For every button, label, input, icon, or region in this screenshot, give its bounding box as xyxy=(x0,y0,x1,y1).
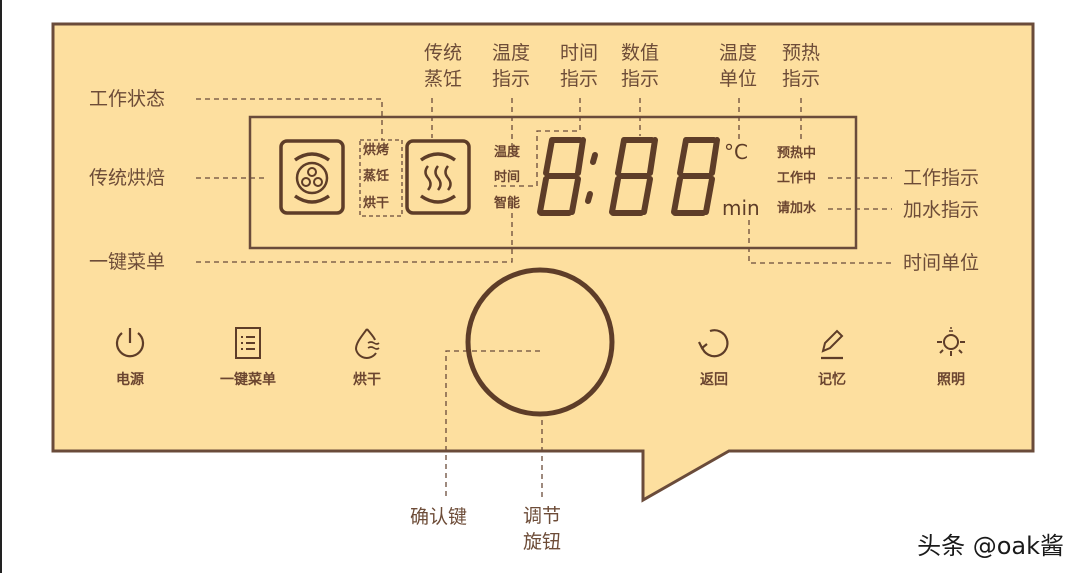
undo-icon xyxy=(698,329,729,358)
menu-list-icon xyxy=(235,327,261,359)
memory-button[interactable]: 记忆 xyxy=(787,325,877,395)
one-key-menu-label: 一键菜单 xyxy=(220,372,276,388)
drop-dry-icon xyxy=(354,328,380,359)
callout-adjust-knob: 调节旋钮 xyxy=(522,505,561,553)
callout-working-status: 工作状态 xyxy=(89,88,166,110)
callout-value-indicator: 数值指示 xyxy=(620,42,659,90)
callout-work-indicator: 工作指示 xyxy=(903,167,980,189)
status-dry: 烘干 xyxy=(363,196,390,211)
status-bake: 烘烤 xyxy=(363,143,390,158)
power-button[interactable]: 电源 xyxy=(85,325,175,395)
callout-confirm-key: 确认键 xyxy=(410,506,468,528)
memory-label: 记忆 xyxy=(818,372,846,388)
dry-label: 烘干 xyxy=(353,372,381,388)
light-icon xyxy=(937,327,965,356)
one-key-menu-button[interactable]: 一键菜单 xyxy=(203,325,293,395)
leader-lines xyxy=(196,98,892,500)
adjust-dial xyxy=(465,267,615,417)
callout-time-unit: 时间单位 xyxy=(903,252,980,274)
callout-temperature-indicator: 温度指示 xyxy=(491,42,530,90)
status-steam: 蒸饪 xyxy=(363,169,390,184)
power-icon xyxy=(115,328,145,358)
callout-one-key-menu: 一键菜单 xyxy=(89,251,166,273)
status-working: 工作中 xyxy=(777,171,817,186)
steam-icon xyxy=(405,139,471,215)
temp-unit: °C xyxy=(724,140,748,164)
callout-preheat-indicator: 预热指示 xyxy=(781,42,820,90)
callout-traditional-bake: 传统烘焙 xyxy=(89,167,166,189)
callout-time-indicator: 时间指示 xyxy=(559,42,598,90)
indicator-smart: 智能 xyxy=(494,196,521,211)
callout-traditional-steam: 传统蒸饪 xyxy=(423,42,462,90)
seven-segment-digits xyxy=(537,137,720,216)
indicator-temperature: 温度 xyxy=(494,145,521,160)
back-label: 返回 xyxy=(700,372,728,388)
image-left-border xyxy=(0,0,2,573)
callout-water-indicator: 加水指示 xyxy=(903,199,980,221)
display-frame xyxy=(248,115,858,250)
callout-temperature-unit: 温度单位 xyxy=(718,42,757,90)
light-label: 照明 xyxy=(937,372,965,388)
pencil-icon xyxy=(821,329,844,360)
back-button[interactable]: 返回 xyxy=(669,325,759,395)
time-unit: min xyxy=(722,196,760,220)
status-group-1-frame xyxy=(359,139,403,217)
status-add-water: 请加水 xyxy=(777,201,817,216)
panel-outline xyxy=(51,22,1035,503)
fan-bake-icon xyxy=(279,139,345,215)
power-label: 电源 xyxy=(116,372,144,388)
watermark: 头条 @oak酱 xyxy=(917,532,1064,560)
light-button[interactable]: 照明 xyxy=(906,325,996,395)
indicator-time: 时间 xyxy=(494,170,521,185)
dry-button[interactable]: 烘干 xyxy=(322,325,412,395)
status-preheating: 预热中 xyxy=(777,146,817,161)
